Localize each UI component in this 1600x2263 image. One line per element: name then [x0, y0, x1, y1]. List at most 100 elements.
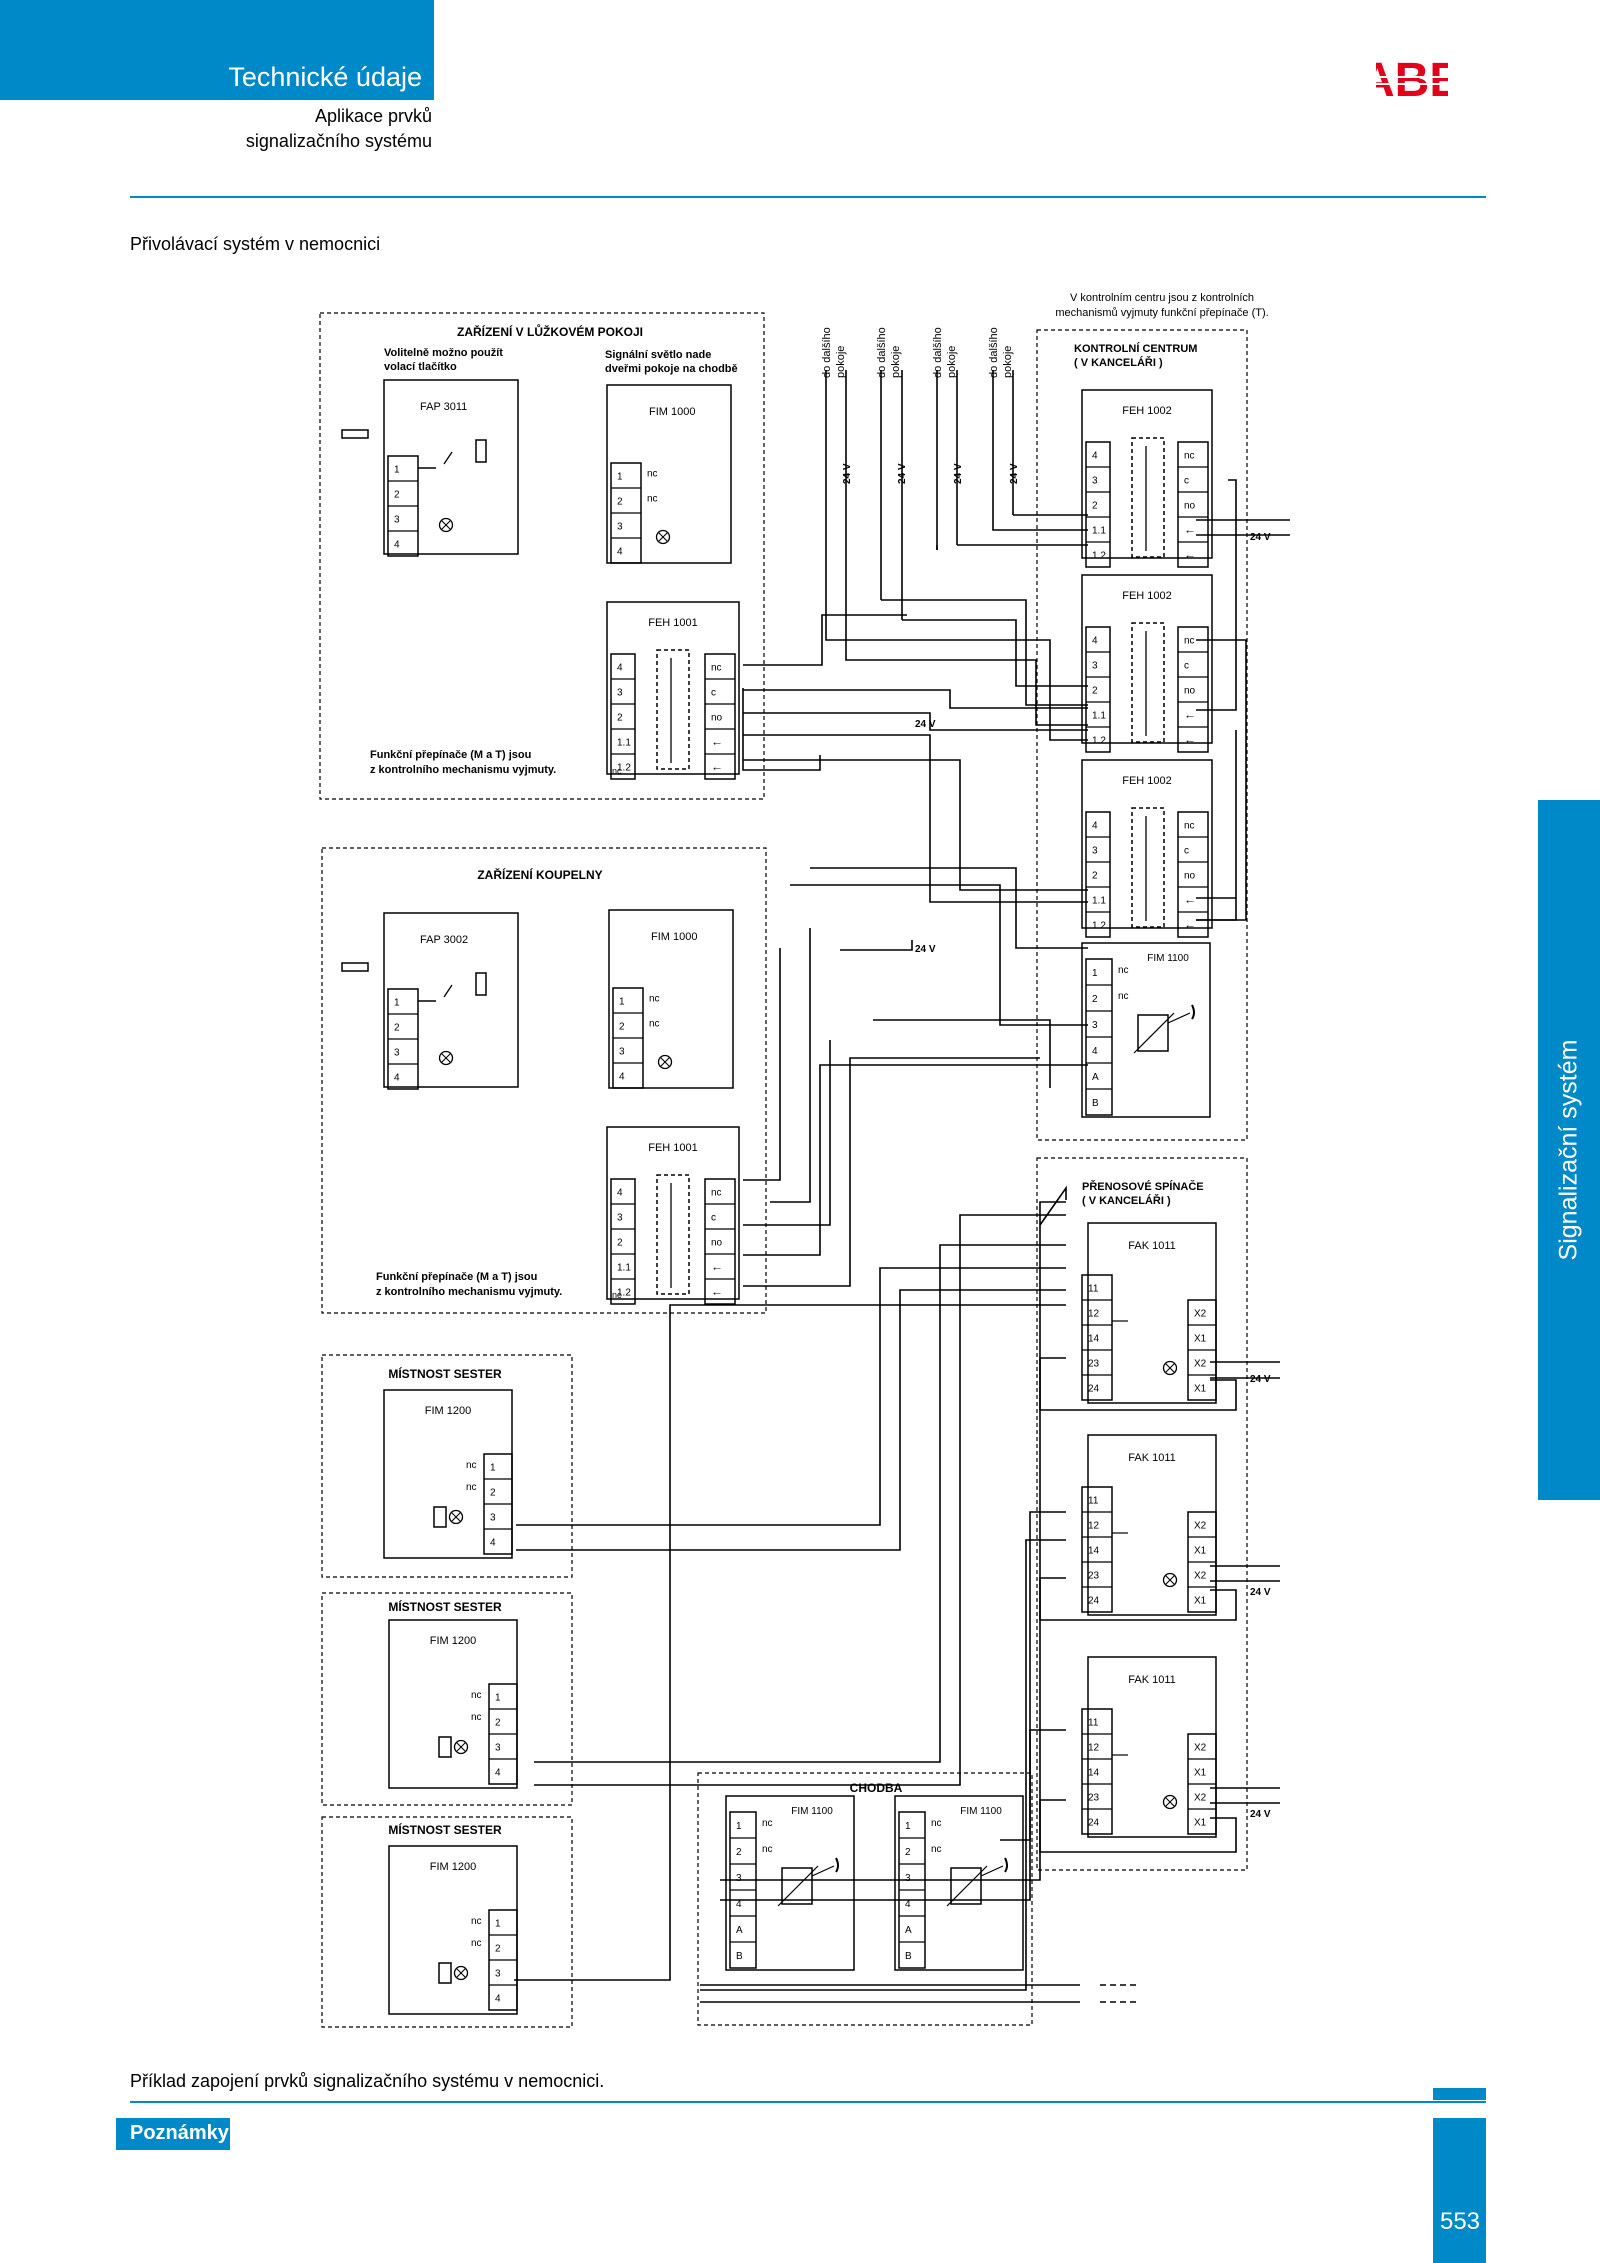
top-rule	[130, 196, 1486, 198]
fap-3002-terminal-label: 1	[394, 998, 400, 1009]
feh-1001-bath-label: FEH 1001	[648, 1142, 698, 1154]
bus-wiring	[514, 479, 1290, 2003]
fim-1200-1-lamp-cross	[451, 1512, 461, 1522]
fak-1011-0-terminal-label: 11	[1088, 1284, 1099, 1295]
fim-1100-corridor-2-nc-label: nc	[931, 1818, 942, 1829]
feed-voltage-3: 24 V	[1009, 463, 1020, 484]
feh-bath-nc-label: nc	[612, 1290, 622, 1300]
feh-1001-bath-terminal-label: no	[711, 1238, 723, 1249]
title-nurse-room-2: MÍSTNOST SESTER	[388, 1822, 502, 1837]
fim-1000-bath-box	[608, 909, 734, 1089]
fim-1000-ward-lamp-cross	[658, 532, 668, 542]
feh-1002-0-arrow-icon: ←	[1184, 548, 1196, 562]
fak-1011-0-terminal-label: X1	[1194, 1334, 1207, 1345]
feh-1002-1-label: FEH 1002	[1122, 590, 1172, 602]
title-nurse-room-1: MÍSTNOST SESTER	[388, 1599, 502, 1614]
feh-1002-0-terminal-label: no	[1184, 501, 1196, 512]
feh-1001-ward-terminal-label: 4	[617, 663, 623, 674]
note-bath-switch-2: z kontrolního mechanismu vyjmuty.	[376, 1286, 562, 1298]
page-number-box	[1433, 2118, 1486, 2263]
fim-1200-3-label: FIM 1200	[430, 1861, 476, 1873]
fap-3011-terminal-label: 4	[394, 540, 400, 551]
feh-1002-2-strip	[1085, 811, 1111, 938]
fak-1011-1-lamp-cross	[1165, 1575, 1175, 1585]
fap-3011-box	[383, 379, 519, 555]
fim-1100-corridor-1-terminal-label: 2	[736, 1847, 742, 1858]
fim-1000-ward-box	[606, 384, 732, 564]
fak-1011-1-terminal-label: 24	[1088, 1596, 1100, 1607]
feh-1002-0-terminal-label: nc	[1184, 451, 1195, 462]
feh-1002-2-strip	[1177, 811, 1209, 938]
frame-nurse-room-3	[321, 1816, 573, 2028]
figure-caption: Příklad zapojení prvků signalizačního sy…	[130, 2071, 605, 2091]
fim-1100-center-terminal-label: A	[1092, 1072, 1099, 1083]
fim-1200-2-terminal-label: 4	[495, 1768, 501, 1779]
title-transfer-2: ( V KANCELÁŘI )	[1082, 1194, 1171, 1207]
fim-1100-corridor-2-potentiometer-icon	[950, 1867, 982, 1905]
fak-1011-2-lamp-cross	[1165, 1797, 1175, 1807]
fim-1000-ward-label: FIM 1000	[649, 406, 695, 418]
fak-1011-0-terminal-label: 24	[1088, 1384, 1100, 1395]
fim-1100-center-nc-label: nc	[1118, 965, 1129, 976]
fim-1200-3-terminal-label: 3	[495, 1969, 501, 1980]
fim-1100-center-terminal-label: 3	[1092, 1020, 1098, 1031]
fim-1100-corridor-2-label: FIM 1100	[960, 1806, 1002, 1817]
fim-1000-bath-terminal-label: 4	[619, 1072, 625, 1083]
fak-1011-2-strip	[1081, 1708, 1113, 1835]
fak-1011-2-terminal-label: X2	[1194, 1793, 1207, 1804]
fim-1100-corridor-2-terminal-label: 4	[905, 1899, 911, 1910]
title-corridor: CHODBA	[850, 1781, 903, 1795]
feh-1002-0-terminal-label: 4	[1092, 451, 1098, 462]
fap-3002-terminal-label: 3	[394, 1048, 400, 1059]
fak-1011-1-terminal-label: 23	[1088, 1571, 1100, 1582]
title-nurse-room-0: MÍSTNOST SESTER	[388, 1366, 502, 1381]
fim-1100-center-potentiometer-arrow	[1133, 1012, 1175, 1054]
feh-1002-0-arrow-icon: ←	[1184, 523, 1196, 537]
fak-1011-2-terminal-label: 11	[1088, 1718, 1099, 1729]
feh-1001-ward-arrow-icon: ←	[711, 735, 723, 749]
fim-1200-2-terminal-label: 2	[495, 1718, 501, 1729]
frame-corridor	[697, 1772, 1033, 2026]
feed-label-3: do dalšího	[988, 327, 1000, 378]
note-ward-switch-1: Funkční přepínače (M a T) jsou	[370, 749, 531, 761]
feh-1002-2-box	[1081, 759, 1213, 929]
fim-1100-corridor-1-terminal-label: 3	[736, 1873, 742, 1884]
fim-1100-center-terminal-label: 1	[1092, 968, 1098, 979]
feh-1002-0-strip	[1177, 441, 1209, 568]
frame-bathroom	[321, 847, 767, 1314]
frame-nurse-room-1	[321, 1354, 573, 1578]
fim-1100-corridor-1-nc-label: nc	[762, 1818, 773, 1829]
note-ward-right-1: Signální světlo nade	[605, 349, 711, 361]
feed-label-1: do dalšího	[876, 327, 888, 378]
note-ward-left-1: Volitelně možno použít	[384, 347, 503, 359]
fak-1011-1-strip	[1081, 1486, 1113, 1613]
fak-1011-2-terminal-label: X2	[1194, 1743, 1207, 1754]
fim-1100-corridor-1-terminal-label: 4	[736, 1899, 742, 1910]
fim-1100-corridor-2-terminal-label: A	[905, 1925, 912, 1936]
feh-1002-1-terminal-label: 1.1	[1092, 711, 1106, 722]
fak-1011-0-terminal-label: X1	[1194, 1384, 1207, 1395]
feed-voltage-2: 24 V	[953, 463, 964, 484]
feh-1002-2-arrow-icon: ←	[1184, 893, 1196, 907]
feed-lines	[825, 370, 1014, 635]
feh-1001-ward-strip	[704, 653, 736, 780]
header-banner: Technické údaje	[0, 0, 434, 100]
fim-1200-1-label: FIM 1200	[425, 1405, 471, 1417]
feed-label-1: pokoje	[890, 346, 902, 378]
fak-1011-0-strip	[1081, 1274, 1113, 1401]
feh-1002-0-relay-frame	[1131, 437, 1165, 558]
feed-label-2: do dalšího	[932, 327, 944, 378]
fim-1200-2-terminal-label: 1	[495, 1693, 501, 1704]
fim-1000-bath-nc-label: nc	[649, 994, 660, 1005]
notes-label: Poznámky	[130, 2122, 229, 2144]
fim-1000-ward-nc-label: nc	[647, 494, 658, 505]
feh-1002-0-terminal-label: 1.1	[1092, 526, 1106, 537]
feh-1002-2-terminal-label: 1.2	[1092, 921, 1106, 932]
fap-3011-switch	[443, 451, 453, 465]
feh-1002-1-terminal-label: 1.2	[1092, 736, 1106, 747]
frame-control-center	[1036, 329, 1248, 1141]
feh-1002-0-strip	[1085, 441, 1111, 568]
feh-1001-ward-terminal-label: c	[711, 688, 716, 699]
bottom-rule	[130, 2101, 1486, 2103]
